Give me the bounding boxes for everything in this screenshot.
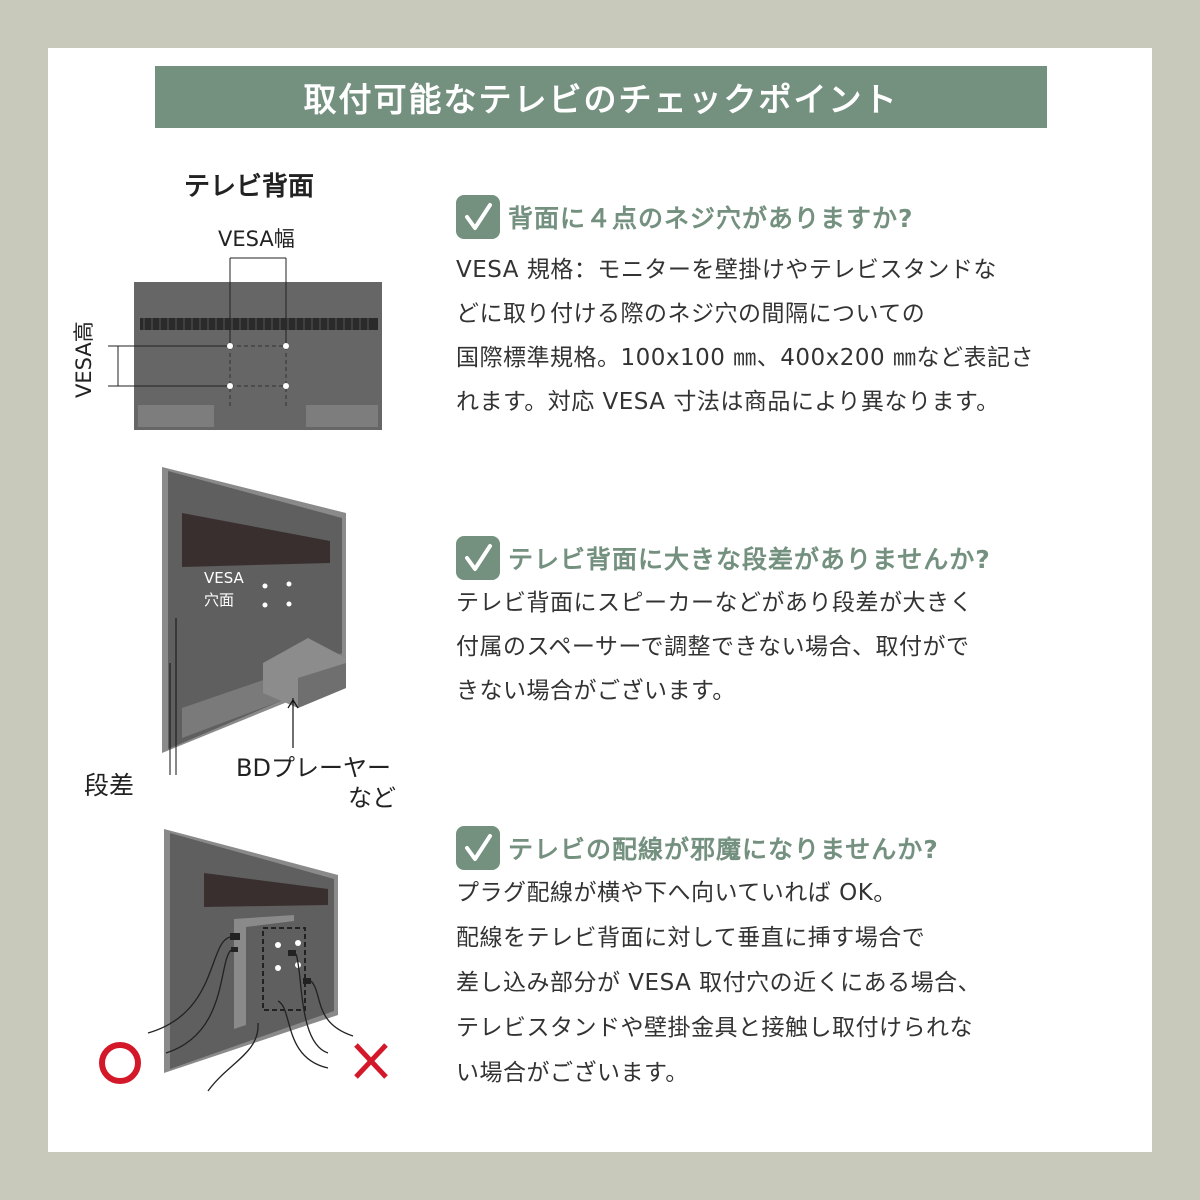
checkpoint-question: テレビの配線が邪魔になりませんか? bbox=[508, 835, 939, 864]
step-label: 段差 bbox=[84, 771, 135, 800]
vesa-width-label: VESA幅 bbox=[218, 227, 295, 251]
checkpoint-3: テレビの配線が邪魔になりませんか? プラグ配線が横や下へ向いていれば OK。 配… bbox=[456, 825, 981, 1096]
svg-text:穴面: 穴面 bbox=[204, 591, 234, 609]
diagram-heading: テレビ背面 bbox=[184, 172, 315, 202]
checkpoint-question: 背面に４点のネジ穴がありますか? bbox=[508, 204, 914, 233]
checkpoint-body: プラグ配線が横や下へ向いていれば OK。 配線をテレビ背面に対して垂直に挿す場合… bbox=[456, 880, 982, 1086]
tv-cable-diagram bbox=[99, 829, 388, 1092]
checkpoint-body: テレビ背面にスピーカーなどがあり段差が大きく 付属のスペーサーで調整できない場合… bbox=[456, 590, 973, 704]
check-icon bbox=[456, 826, 500, 870]
checkpoint-2: テレビ背面に大きな段差がありませんか? テレビ背面にスピーカーなどがあり段差が大… bbox=[456, 535, 991, 713]
cross-ng-icon bbox=[354, 1043, 388, 1079]
player-label: BDプレーヤー bbox=[236, 754, 391, 782]
tv-back-diagram bbox=[108, 257, 382, 430]
checkpoint-body: VESA 規格：モニターを壁掛けやテレビスタンドな どに取り付ける際のネジ穴の間… bbox=[456, 257, 1034, 415]
vesa-height-label: VESA高 bbox=[72, 321, 96, 398]
title-banner: 取付可能なテレビのチェックポイント bbox=[155, 66, 1047, 128]
checkpoint-1: 背面に４点のネジ穴がありますか? VESA 規格：モニターを壁掛けやテレビスタン… bbox=[456, 194, 1034, 424]
check-icon bbox=[456, 195, 500, 239]
content-panel: 取付可能なテレビのチェックポイント テレビ背面 VESA幅 VESA高 bbox=[48, 48, 1152, 1152]
checkpoint-question: テレビ背面に大きな段差がありませんか? bbox=[508, 545, 991, 574]
circle-ok-icon bbox=[99, 1042, 141, 1084]
tv-step-diagram: VESA 穴面 bbox=[162, 467, 346, 775]
check-icon bbox=[456, 536, 500, 580]
vesa-hole-label: VESA bbox=[204, 569, 245, 587]
page-title: 取付可能なテレビのチェックポイント bbox=[303, 80, 899, 119]
